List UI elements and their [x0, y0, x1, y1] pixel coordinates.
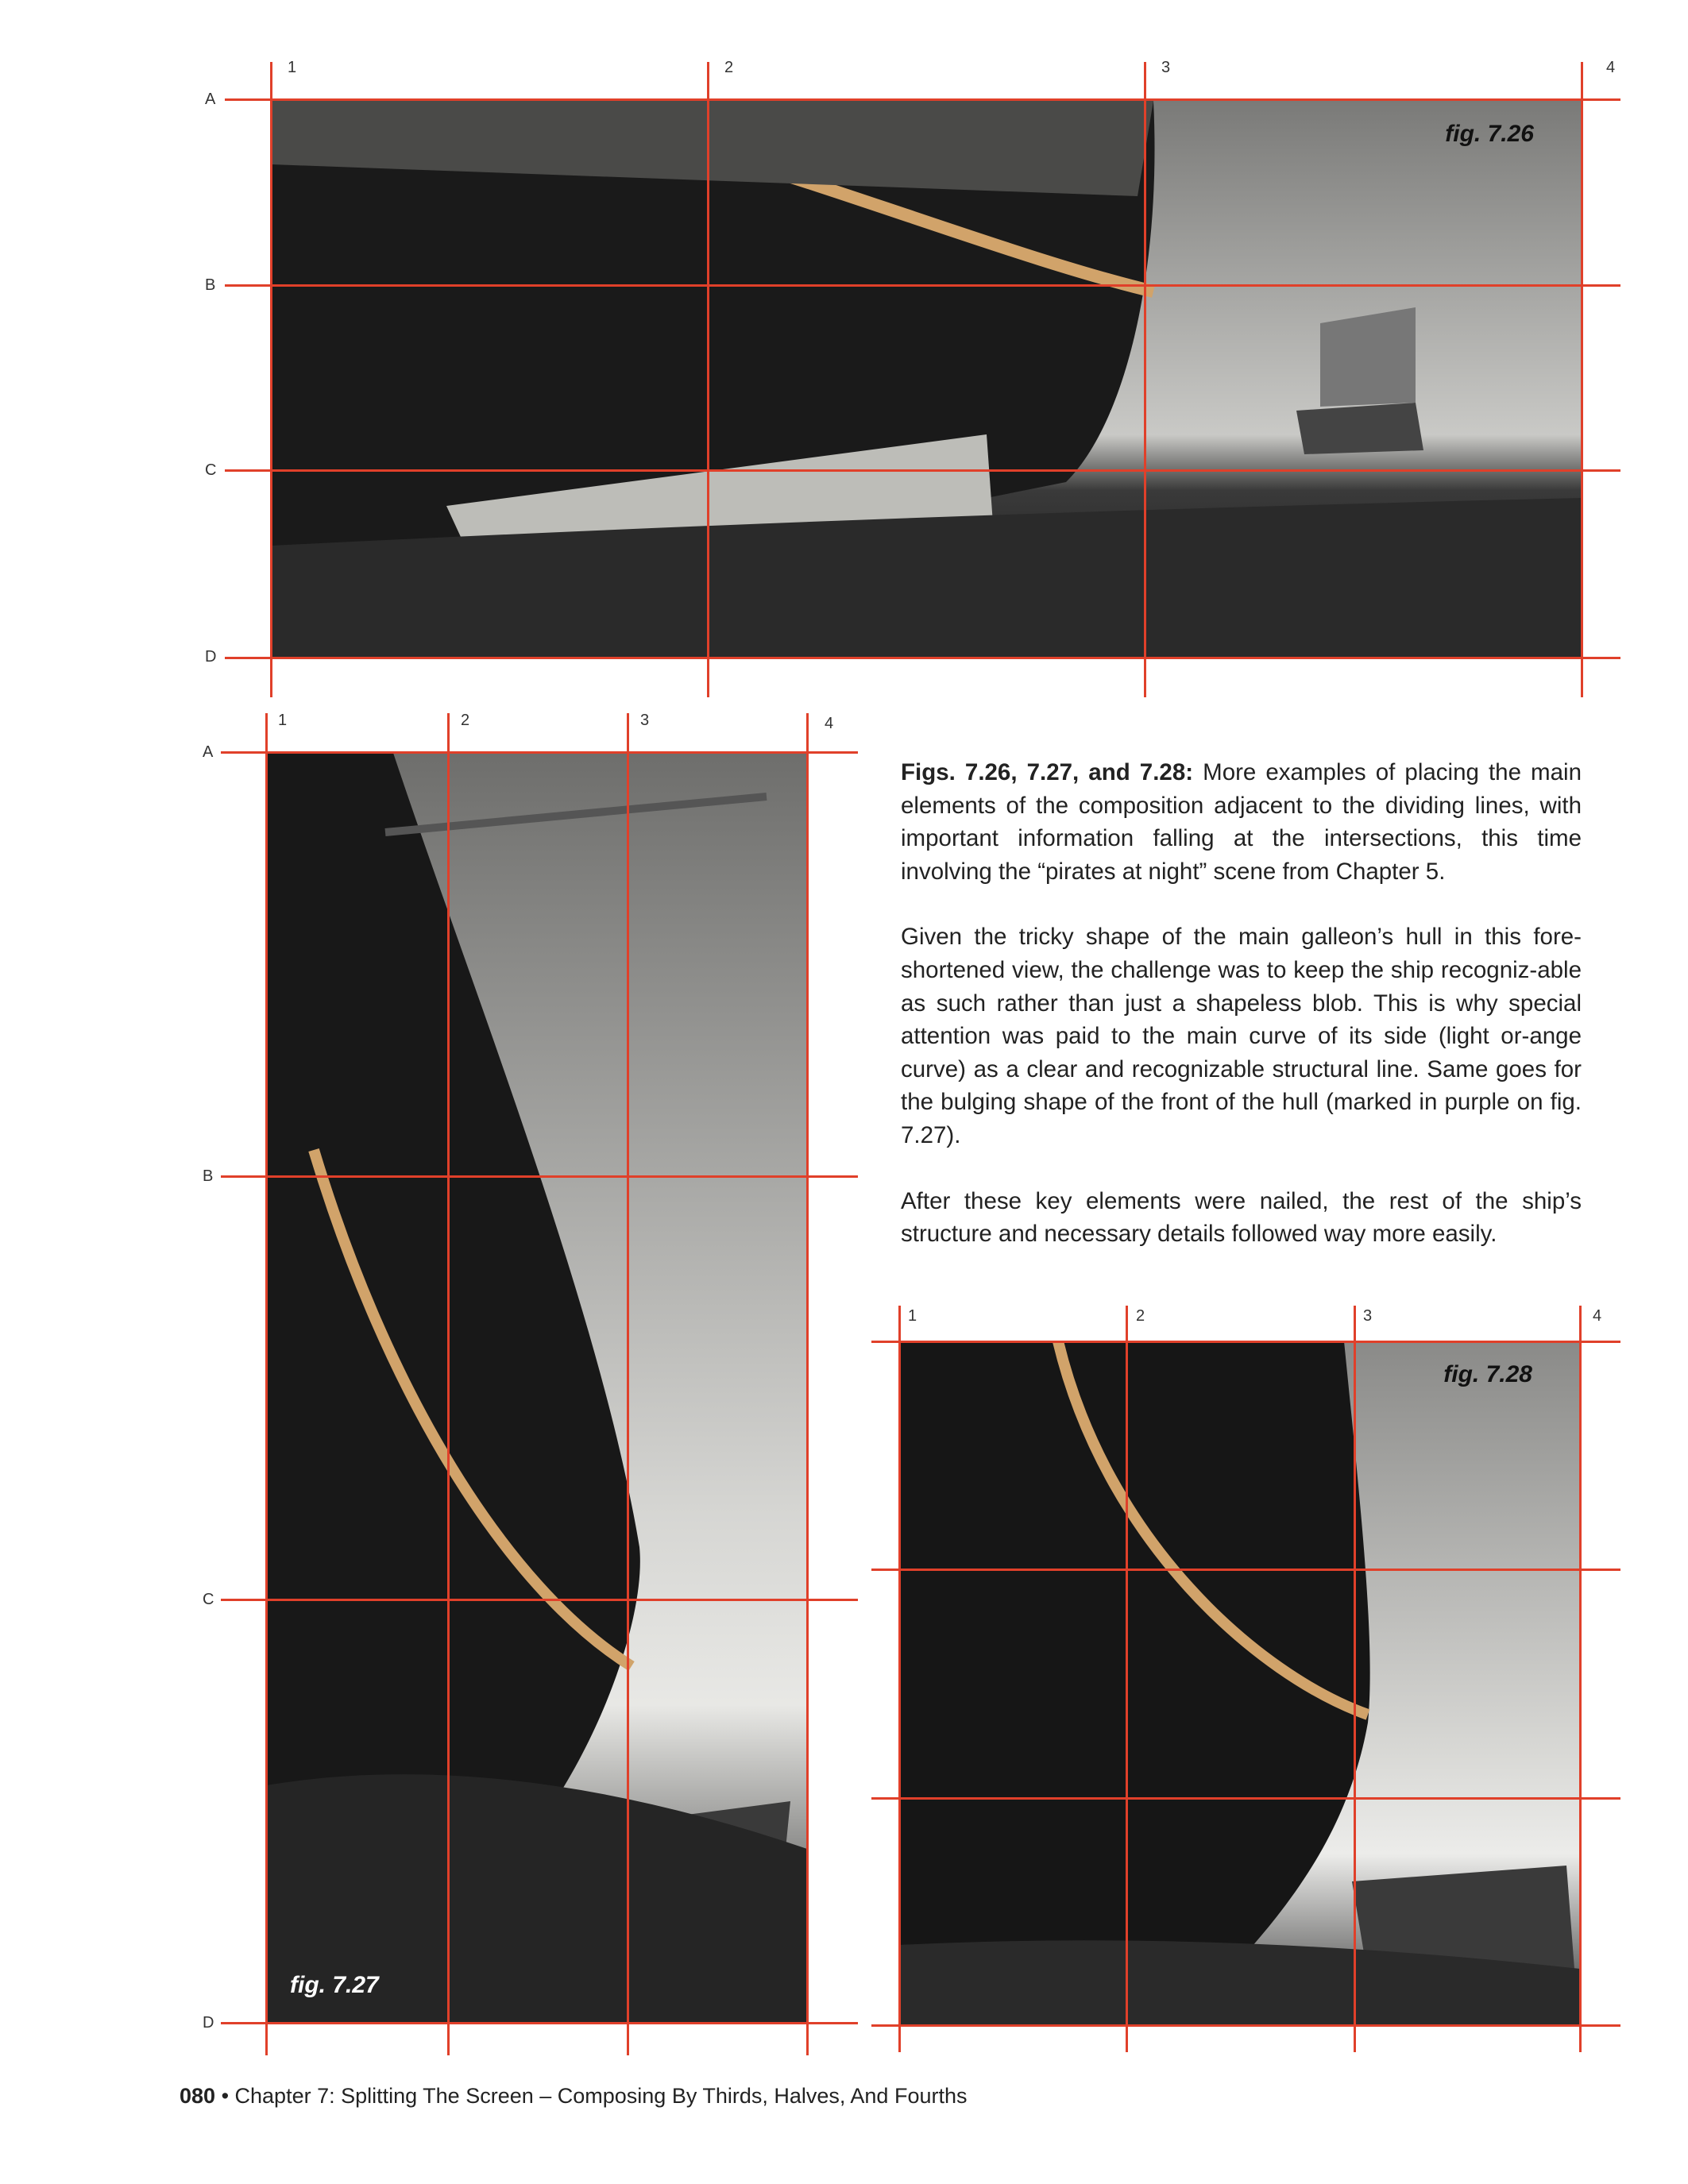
figure-label: fig. 7.28	[1443, 1361, 1532, 1387]
illustration-fig-7-28: fig. 7.28	[899, 1341, 1580, 2025]
galleon-hull-drawing	[266, 753, 807, 2023]
caption-paragraph-3: After these key elements were nailed, th…	[901, 1187, 1582, 1248]
caption-title: Figs. 7.26, 7.27, and 7.28:	[901, 759, 1194, 785]
col-label: 2	[461, 712, 470, 729]
galleon-hull-drawing	[899, 1341, 1580, 2025]
figure-label: fig. 7.27	[290, 1972, 379, 1998]
row-label: C	[205, 461, 217, 479]
caption-paragraph-1: Figs. 7.26, 7.27, and 7.28: More example…	[901, 756, 1582, 888]
col-label: 4	[1593, 1307, 1602, 1325]
row-label: D	[205, 648, 217, 666]
col-label: 4	[825, 715, 834, 732]
col-label: 1	[288, 59, 297, 76]
illustration-fig-7-27: fig. 7.27	[266, 753, 807, 2023]
row-label: A	[203, 743, 214, 761]
row-label: B	[205, 276, 216, 294]
caption-paragraph-2: Given the tricky shape of the main galle…	[901, 924, 1582, 1148]
col-label: 3	[1363, 1307, 1373, 1325]
chapter-title: • Chapter 7: Splitting The Screen – Comp…	[215, 2084, 968, 2108]
col-label: 3	[1161, 59, 1171, 76]
row-label: A	[205, 91, 216, 108]
galleon-hull-drawing	[272, 101, 1582, 658]
row-label: C	[203, 1591, 214, 1608]
row-label: D	[203, 2014, 214, 2032]
col-label: 4	[1606, 59, 1616, 76]
page-footer: 080 • Chapter 7: Splitting The Screen – …	[180, 2084, 968, 2109]
illustration-fig-7-26: fig. 7.26	[272, 101, 1582, 658]
caption-body: More examples of placing the main elemen…	[901, 759, 1582, 885]
col-label: 2	[724, 59, 734, 76]
col-label: 2	[1136, 1307, 1145, 1325]
figure-label: fig. 7.26	[1445, 121, 1534, 147]
caption-text: Figs. 7.26, 7.27, and 7.28: More example…	[901, 756, 1582, 1283]
col-label: 3	[640, 712, 650, 729]
col-label: 1	[278, 712, 288, 729]
row-label: B	[203, 1167, 214, 1185]
page-number: 080	[180, 2084, 216, 2108]
col-label: 1	[908, 1307, 917, 1325]
